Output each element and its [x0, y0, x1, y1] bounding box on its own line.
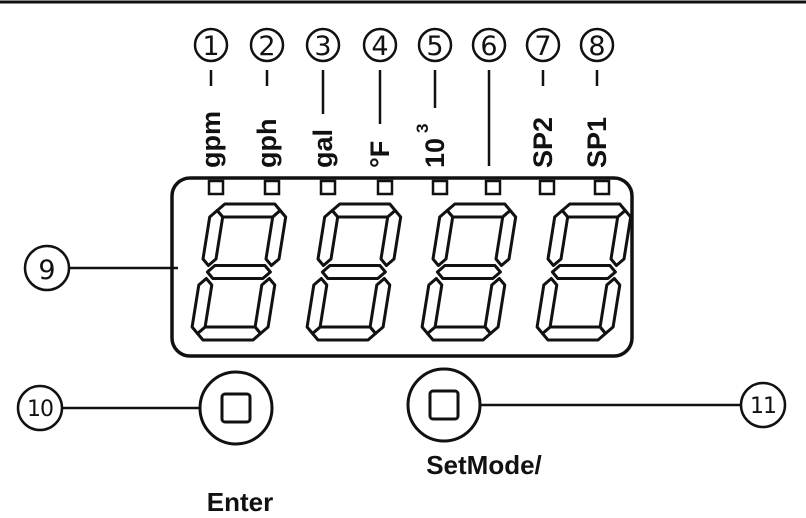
digit-3-segment-a — [445, 202, 512, 219]
digit-2-segment-a — [330, 202, 397, 219]
callout-10-label: 10 — [27, 397, 53, 422]
led-sp2 — [538, 179, 556, 196]
callout-7: 7 — [525, 27, 561, 63]
indicator-label-superscript: 3 — [413, 124, 432, 133]
indicator-label-10e3: 10 — [420, 138, 450, 168]
digit-3-segment-e — [420, 277, 444, 335]
indicator-label-gph: gph — [252, 119, 282, 168]
callout-10: 10 — [16, 384, 200, 432]
callout-2-label: 2 — [258, 31, 275, 62]
digit-3 — [420, 202, 518, 342]
digit-1-segment-f — [201, 209, 225, 267]
led-gpm — [207, 179, 225, 196]
digit-3-segment-f — [431, 209, 455, 267]
digit-2-segment-c — [368, 277, 392, 335]
led-sp1 — [593, 179, 611, 196]
indicator-leds — [207, 179, 611, 196]
digit-1-segment-b — [264, 209, 288, 267]
digit-1-segment-d — [196, 325, 262, 342]
callout-7-label: 7 — [534, 31, 551, 62]
digit-4-segment-g — [550, 264, 617, 280]
led-gal — [319, 179, 337, 196]
callout-2: 2 — [249, 27, 285, 63]
digit-3-segment-c — [483, 277, 507, 335]
callout-8-label: 8 — [588, 31, 605, 62]
led-6 — [484, 179, 502, 196]
indicator-label-gal: gal — [308, 129, 338, 168]
square-button-icon — [428, 389, 460, 421]
callout-1-label: 1 — [202, 31, 219, 62]
digit-1-segment-c — [253, 277, 277, 335]
seven-segment-display — [190, 202, 633, 342]
callout-3: 3 — [305, 27, 341, 63]
digit-3-segment-g — [435, 264, 502, 280]
indicator-label-gpm: gpm — [196, 111, 226, 168]
digit-1-segment-g — [205, 264, 272, 280]
enter-button-label: Enter — [207, 487, 273, 517]
led-10e3 — [431, 179, 449, 196]
digit-2-segment-g — [320, 264, 387, 280]
digit-3-segment-b — [494, 209, 518, 267]
led-degf — [376, 179, 394, 196]
indicator-label-degf: °F — [365, 141, 395, 168]
callout-6: 6 — [471, 27, 507, 63]
digit-4 — [535, 202, 633, 342]
digit-4-segment-a — [560, 202, 627, 219]
digit-2-segment-b — [379, 209, 403, 267]
digit-4-segment-c — [598, 277, 622, 335]
digit-2-segment-d — [311, 325, 377, 342]
callout-5-label: 5 — [426, 31, 443, 62]
callout-leaders — [209, 70, 599, 166]
led-gph — [263, 179, 281, 196]
enter-button[interactable] — [198, 370, 274, 446]
callout-9-label: 9 — [38, 255, 55, 286]
indicator-label-sp1: SP1 — [582, 117, 612, 168]
callout-11-label: 11 — [750, 394, 776, 419]
digit-2-segment-f — [316, 209, 340, 267]
digit-3-segment-d — [426, 325, 492, 342]
digit-1-segment-a — [215, 202, 282, 219]
indicator-label-sp2: SP2 — [528, 117, 558, 168]
digit-4-segment-d — [541, 325, 607, 342]
callout-8: 8 — [579, 27, 615, 63]
digit-2 — [305, 202, 403, 342]
callout-6-label: 6 — [480, 31, 497, 62]
digit-4-segment-f — [546, 209, 570, 267]
digit-1 — [190, 202, 288, 342]
callout-4-label: 4 — [371, 31, 388, 62]
digit-4-segment-b — [609, 209, 633, 267]
callout-11: 11 — [480, 381, 787, 429]
square-button-icon — [220, 392, 252, 424]
callout-1: 1 — [193, 27, 229, 63]
callout-5: 5 — [417, 27, 453, 63]
callout-9: 9 — [23, 244, 178, 292]
digit-2-segment-e — [305, 277, 329, 335]
setmode-button-label: SetMode/ — [426, 450, 542, 480]
digit-1-segment-e — [190, 277, 214, 335]
setmode-button[interactable] — [406, 367, 482, 443]
callout-4: 4 — [362, 27, 398, 63]
callout-3-label: 3 — [314, 31, 331, 62]
digit-4-segment-e — [535, 277, 559, 335]
